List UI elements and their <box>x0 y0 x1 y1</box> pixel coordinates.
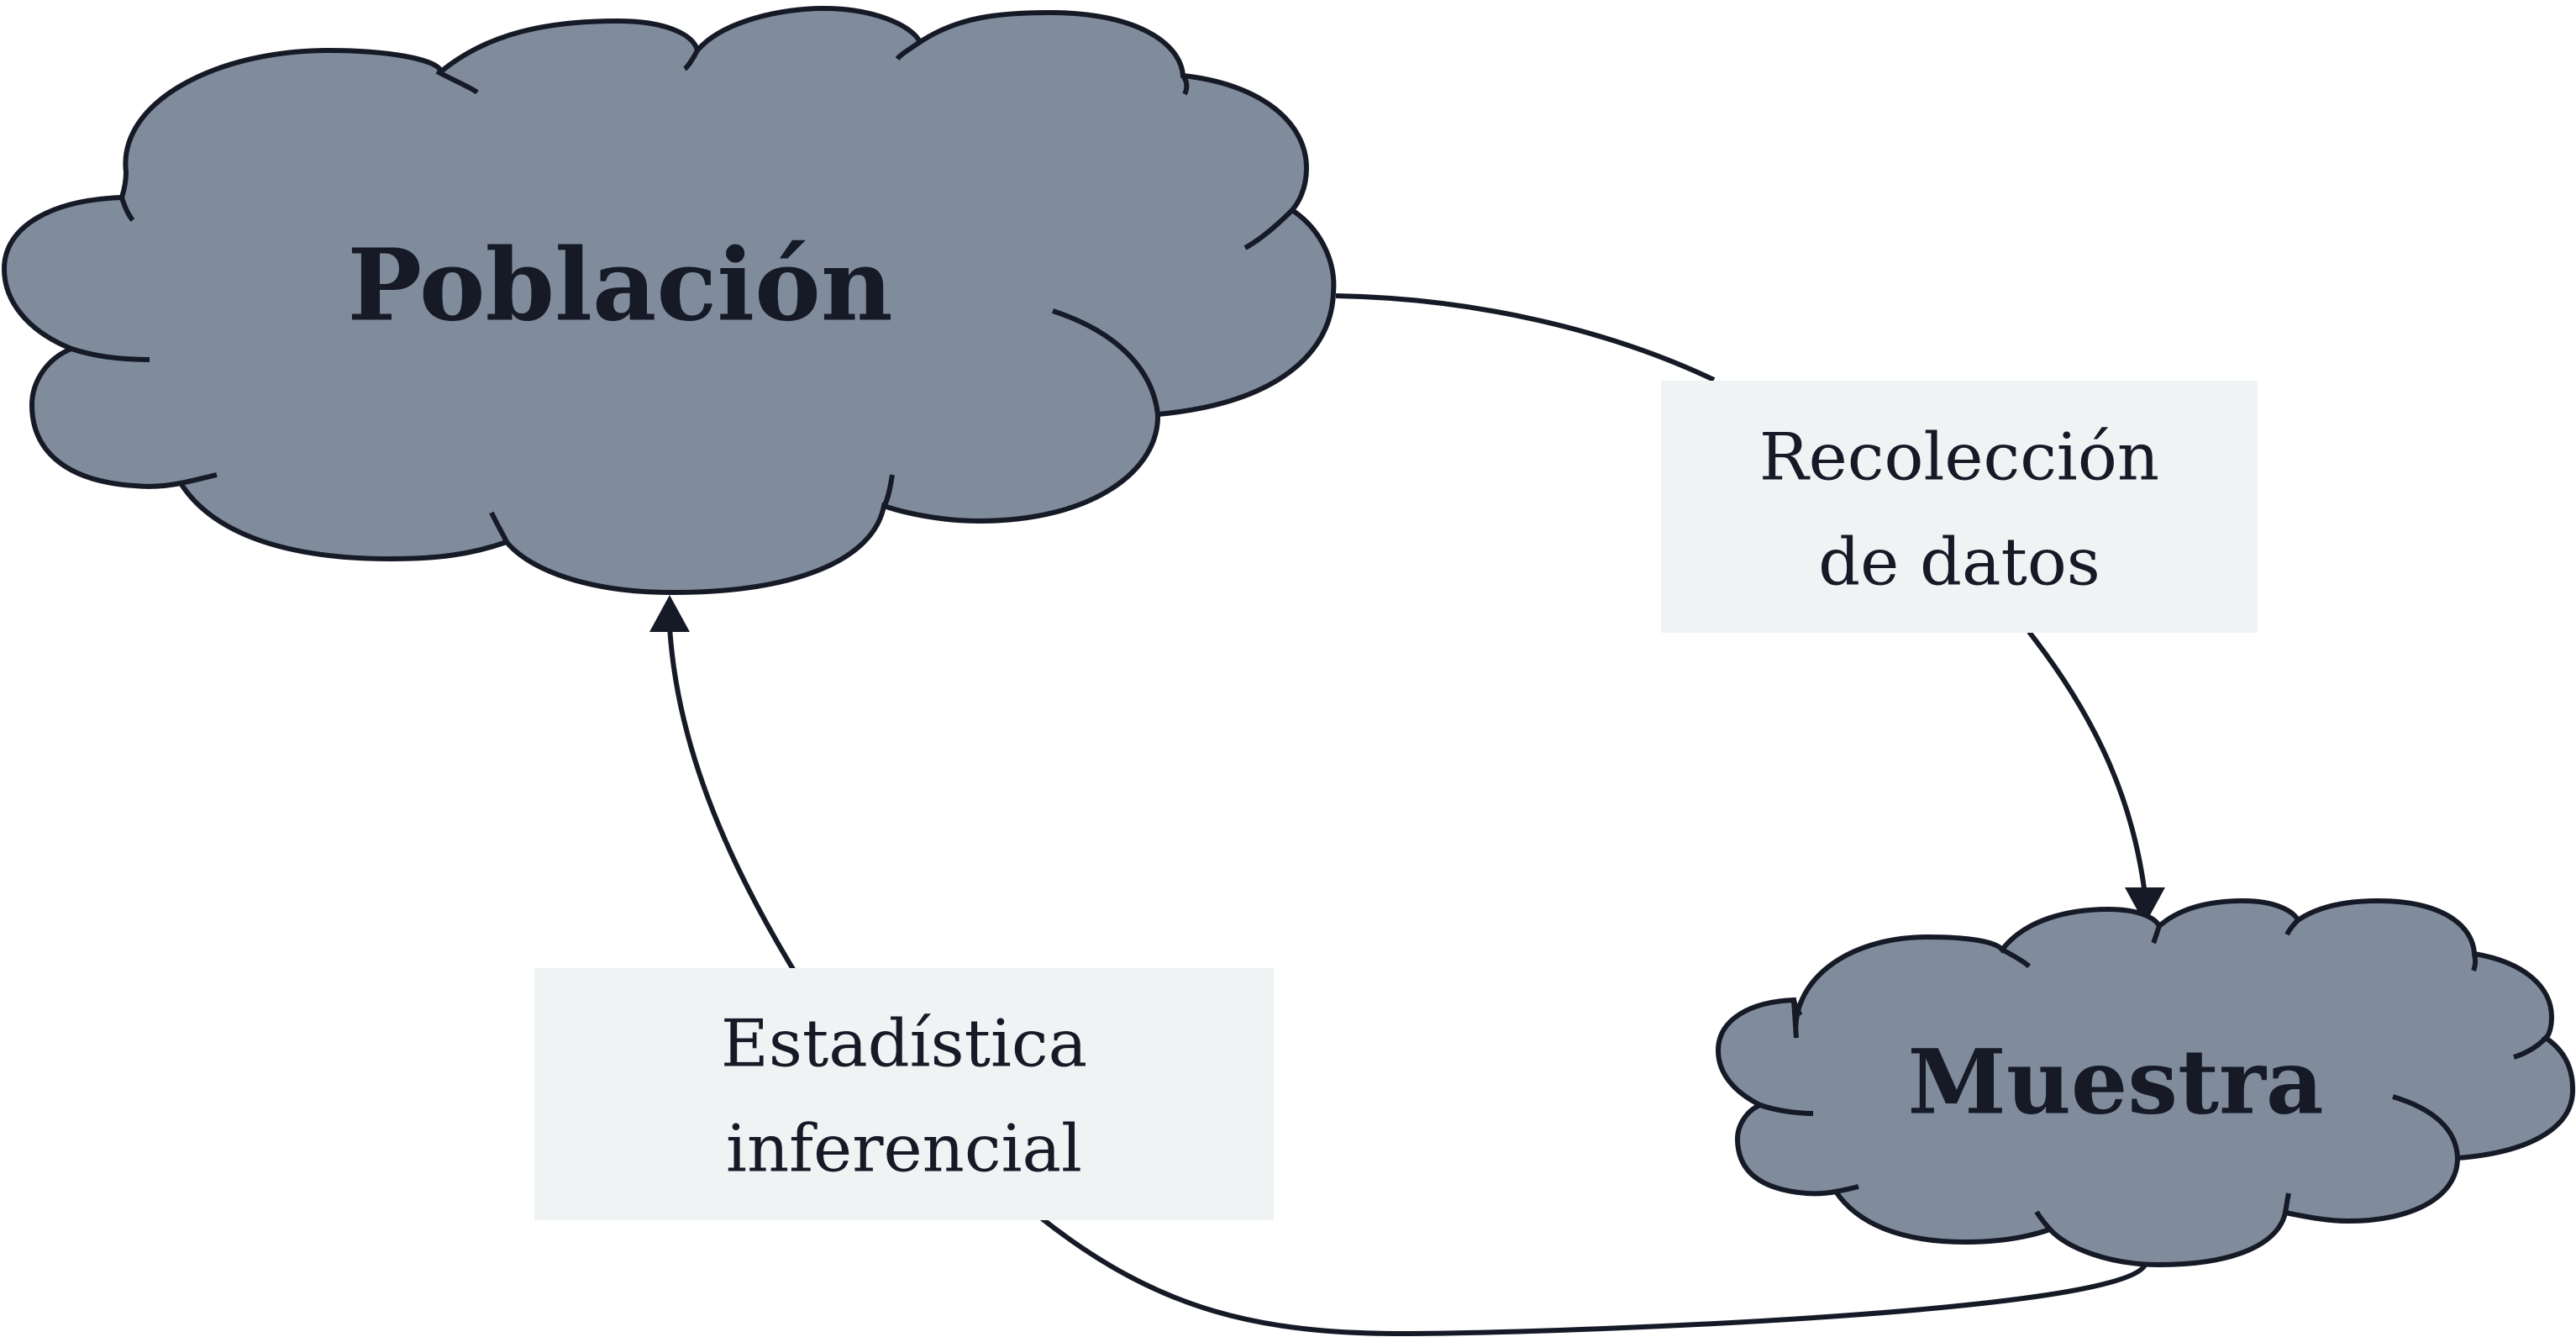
label-recoleccion-line1: Recolección <box>1759 420 2159 496</box>
edge-poblacion-to-recoleccion <box>1335 293 1716 382</box>
label-inferencial-line2: inferencial <box>726 1112 1082 1187</box>
cloud-poblacion-outline <box>1 5 1337 596</box>
cloud-poblacion: Población <box>1 5 1337 596</box>
edge-recoleccion-to-muestra <box>2027 630 2148 896</box>
cloud-muestra-outline <box>1715 897 2576 1268</box>
node-label-poblacion: Población <box>347 227 892 344</box>
label-box-inferencial <box>534 968 1274 1220</box>
edge-inferencial-to-poblacion <box>667 625 796 972</box>
node-label-muestra: Muestra <box>1907 1029 2323 1134</box>
label-recoleccion-de-datos: Recolección de datos <box>1661 381 2258 633</box>
arrow-head-poblacion <box>649 595 690 632</box>
arrow-head-muestra <box>2125 887 2165 924</box>
label-box-recoleccion <box>1661 381 2258 633</box>
label-recoleccion-line2: de datos <box>1818 525 2100 601</box>
label-inferencial-line1: Estadística <box>721 1007 1087 1082</box>
cloud-muestra: Muestra <box>1715 897 2576 1268</box>
label-estadistica-inferencial: Estadística inferencial <box>534 968 1274 1220</box>
edge-muestra-to-inferencial <box>1040 1216 2148 1337</box>
